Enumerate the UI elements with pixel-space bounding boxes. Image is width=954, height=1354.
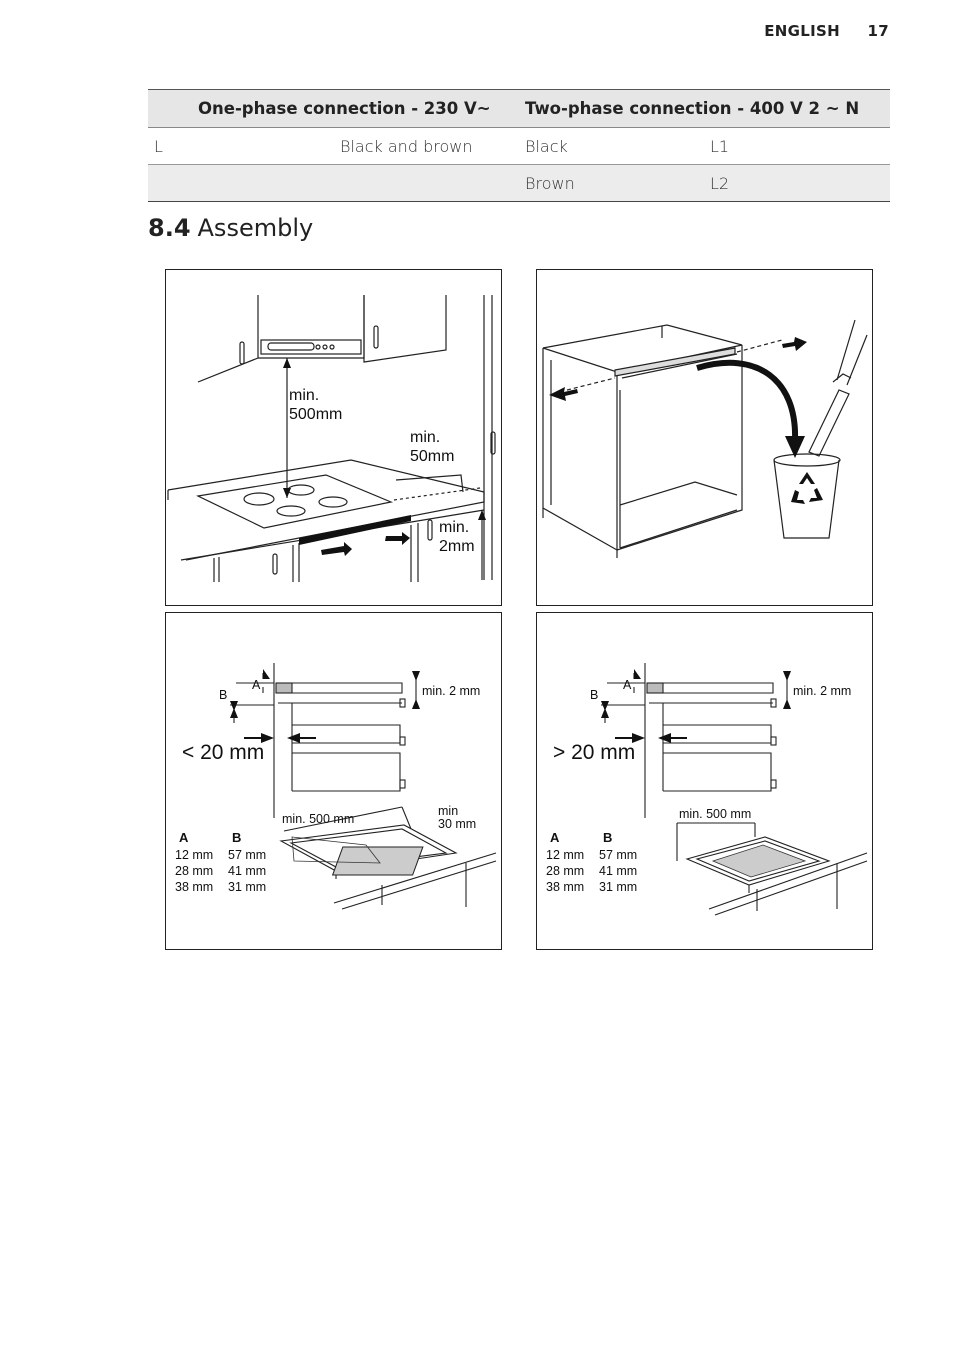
section-number: 8.4 xyxy=(148,214,191,242)
label-min50-line2: 50mm xyxy=(410,448,454,465)
label-b: B xyxy=(219,688,227,702)
label-min2-line1: min. xyxy=(439,519,469,536)
page-header: ENGLISH 17 xyxy=(742,22,889,40)
table-cell: Brown xyxy=(519,164,704,202)
col-a-header: A xyxy=(550,830,560,845)
table-cell: 12 mm xyxy=(546,848,584,862)
table-cell: 31 mm xyxy=(599,880,637,894)
language-label: ENGLISH xyxy=(764,22,840,40)
table-cell xyxy=(334,164,519,202)
connection-table: One-phase connection - 230 V~ Two-phase … xyxy=(148,89,890,202)
table-cell: L xyxy=(148,127,334,165)
table-header-two-phase: Two-phase connection - 400 V 2 ~ N xyxy=(519,89,890,128)
table-cell: Black and brown xyxy=(334,127,519,165)
table-row: Brown L2 xyxy=(148,164,890,202)
table-cell: L2 xyxy=(704,164,890,202)
table-cell: 12 mm xyxy=(175,848,213,862)
label-min50-line1: min. xyxy=(410,429,440,446)
label-a: A xyxy=(623,678,632,692)
label-b: B xyxy=(590,688,598,702)
table-cell: 31 mm xyxy=(228,880,266,894)
col-a-header: A xyxy=(179,830,189,845)
label-min500-line1: min. xyxy=(289,387,319,404)
table-cell: L1 xyxy=(704,127,890,165)
figure-hob-clearances: min. 500mm min. 50mm min. 2mm xyxy=(165,269,502,606)
table-cell: 28 mm xyxy=(175,864,213,878)
label-a: A xyxy=(252,678,261,692)
table-cell: 28 mm xyxy=(546,864,584,878)
label-min-2mm: min. 2 mm xyxy=(422,684,480,698)
table-cell: 41 mm xyxy=(228,864,266,878)
table-row: L Black and brown Black L1 xyxy=(148,127,890,165)
label-min500-line2: 500mm xyxy=(289,406,342,423)
label-min-500mm: min. 500 mm xyxy=(679,807,751,821)
figure-cabinet-recycle xyxy=(536,269,873,606)
col-b-header: B xyxy=(232,830,241,845)
label-gap-more-20mm: > 20 mm xyxy=(553,741,635,764)
hob-clearance-drawing: min. 500mm min. 50mm min. 2mm xyxy=(167,295,496,582)
label-min-500mm: min. 500 mm xyxy=(282,812,354,826)
table-cell xyxy=(148,164,334,202)
label-min2-line2: 2mm xyxy=(439,538,475,555)
table-cell: 57 mm xyxy=(228,848,266,862)
label-min30-line1: min xyxy=(438,804,458,818)
section-title: Assembly xyxy=(197,214,314,242)
page-number: 17 xyxy=(867,22,889,40)
cabinet-recycle-drawing xyxy=(542,319,868,558)
gap-more-20mm-drawing: A B min. 2 mm > 20 mm min. 500 mm A B 12… xyxy=(546,663,868,916)
col-b-header: B xyxy=(603,830,612,845)
table-cell: Black xyxy=(519,127,704,165)
table-cell: 41 mm xyxy=(599,864,637,878)
gap-less-20mm-drawing: A B min. 2 mm < 20 mm min. 500 mm min 30… xyxy=(175,663,497,910)
table-cell: 57 mm xyxy=(599,848,637,862)
label-gap-less-20mm: < 20 mm xyxy=(182,741,264,764)
label-min30-line2: 30 mm xyxy=(438,817,476,831)
table-header-row: One-phase connection - 230 V~ Two-phase … xyxy=(148,89,890,128)
table-cell: 38 mm xyxy=(175,880,213,894)
label-min-2mm: min. 2 mm xyxy=(793,684,851,698)
table-cell: 38 mm xyxy=(546,880,584,894)
figure-gap-more-20mm: A B min. 2 mm > 20 mm min. 500 mm A B 12… xyxy=(536,612,873,950)
figure-gap-less-20mm: A B min. 2 mm < 20 mm min. 500 mm min 30… xyxy=(165,612,502,950)
table-header-one-phase: One-phase connection - 230 V~ xyxy=(148,89,519,128)
